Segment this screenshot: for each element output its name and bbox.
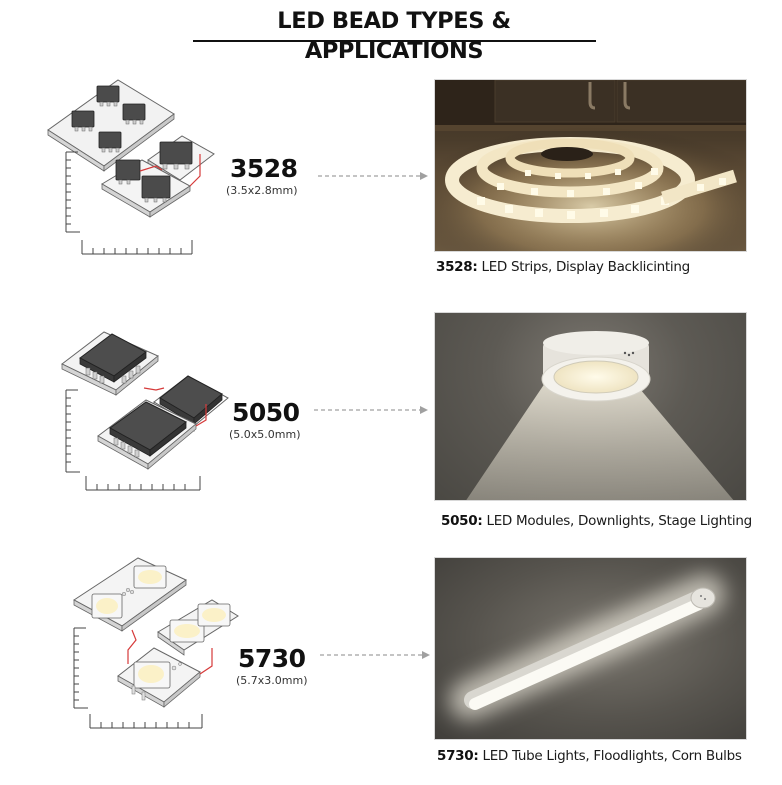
caption-text-5050: LED Modules, Downlights, Stage Lighting — [482, 513, 752, 529]
dashed-arrow-icon — [318, 172, 428, 180]
photo-downlight — [434, 312, 747, 501]
bead-dimensions-3528: (3.5x2.8mm) — [226, 184, 298, 197]
caption-text-5730: LED Tube Lights, Floodlights, Corn Bulbs — [478, 748, 742, 764]
dashed-arrow-icon — [320, 651, 430, 659]
tube-light-photo-icon — [449, 574, 725, 720]
photo-tube-light — [434, 557, 747, 740]
caption-code-5050: 5050: — [441, 513, 483, 529]
led-strip-photo-icon — [435, 80, 746, 251]
bead-code-5730: 5730 — [238, 644, 306, 673]
photo-led-strip — [434, 79, 747, 252]
caption-text-3528: LED Strips, Display Backlicinting — [477, 259, 690, 275]
application-caption-5050: 5050: LED Modules, Downlights, Stage Lig… — [441, 513, 752, 529]
downlight-photo-icon — [466, 331, 734, 500]
5730-smd-chip-diagram-icon — [73, 557, 239, 729]
application-caption-5730: 5730: LED Tube Lights, Floodlights, Corn… — [437, 748, 742, 764]
title-underline — [193, 40, 596, 42]
dashed-arrow-icon — [314, 406, 428, 414]
bead-code-3528: 3528 — [230, 154, 298, 183]
bead-dimensions-5730: (5.7x3.0mm) — [236, 674, 308, 687]
caption-code-5730: 5730: — [437, 748, 479, 764]
5050-smd-chip-diagram-icon — [61, 331, 229, 491]
page-title: LED BEAD TYPES & APPLICATIONS — [277, 8, 511, 64]
application-caption-3528: 3528: LED Strips, Display Backlicinting — [436, 259, 690, 275]
bead-dimensions-5050: (5.0x5.0mm) — [229, 428, 301, 441]
caption-code-3528: 3528: — [436, 259, 478, 275]
3528-smd-chip-diagram-icon — [47, 79, 215, 255]
bead-code-5050: 5050 — [232, 398, 300, 427]
